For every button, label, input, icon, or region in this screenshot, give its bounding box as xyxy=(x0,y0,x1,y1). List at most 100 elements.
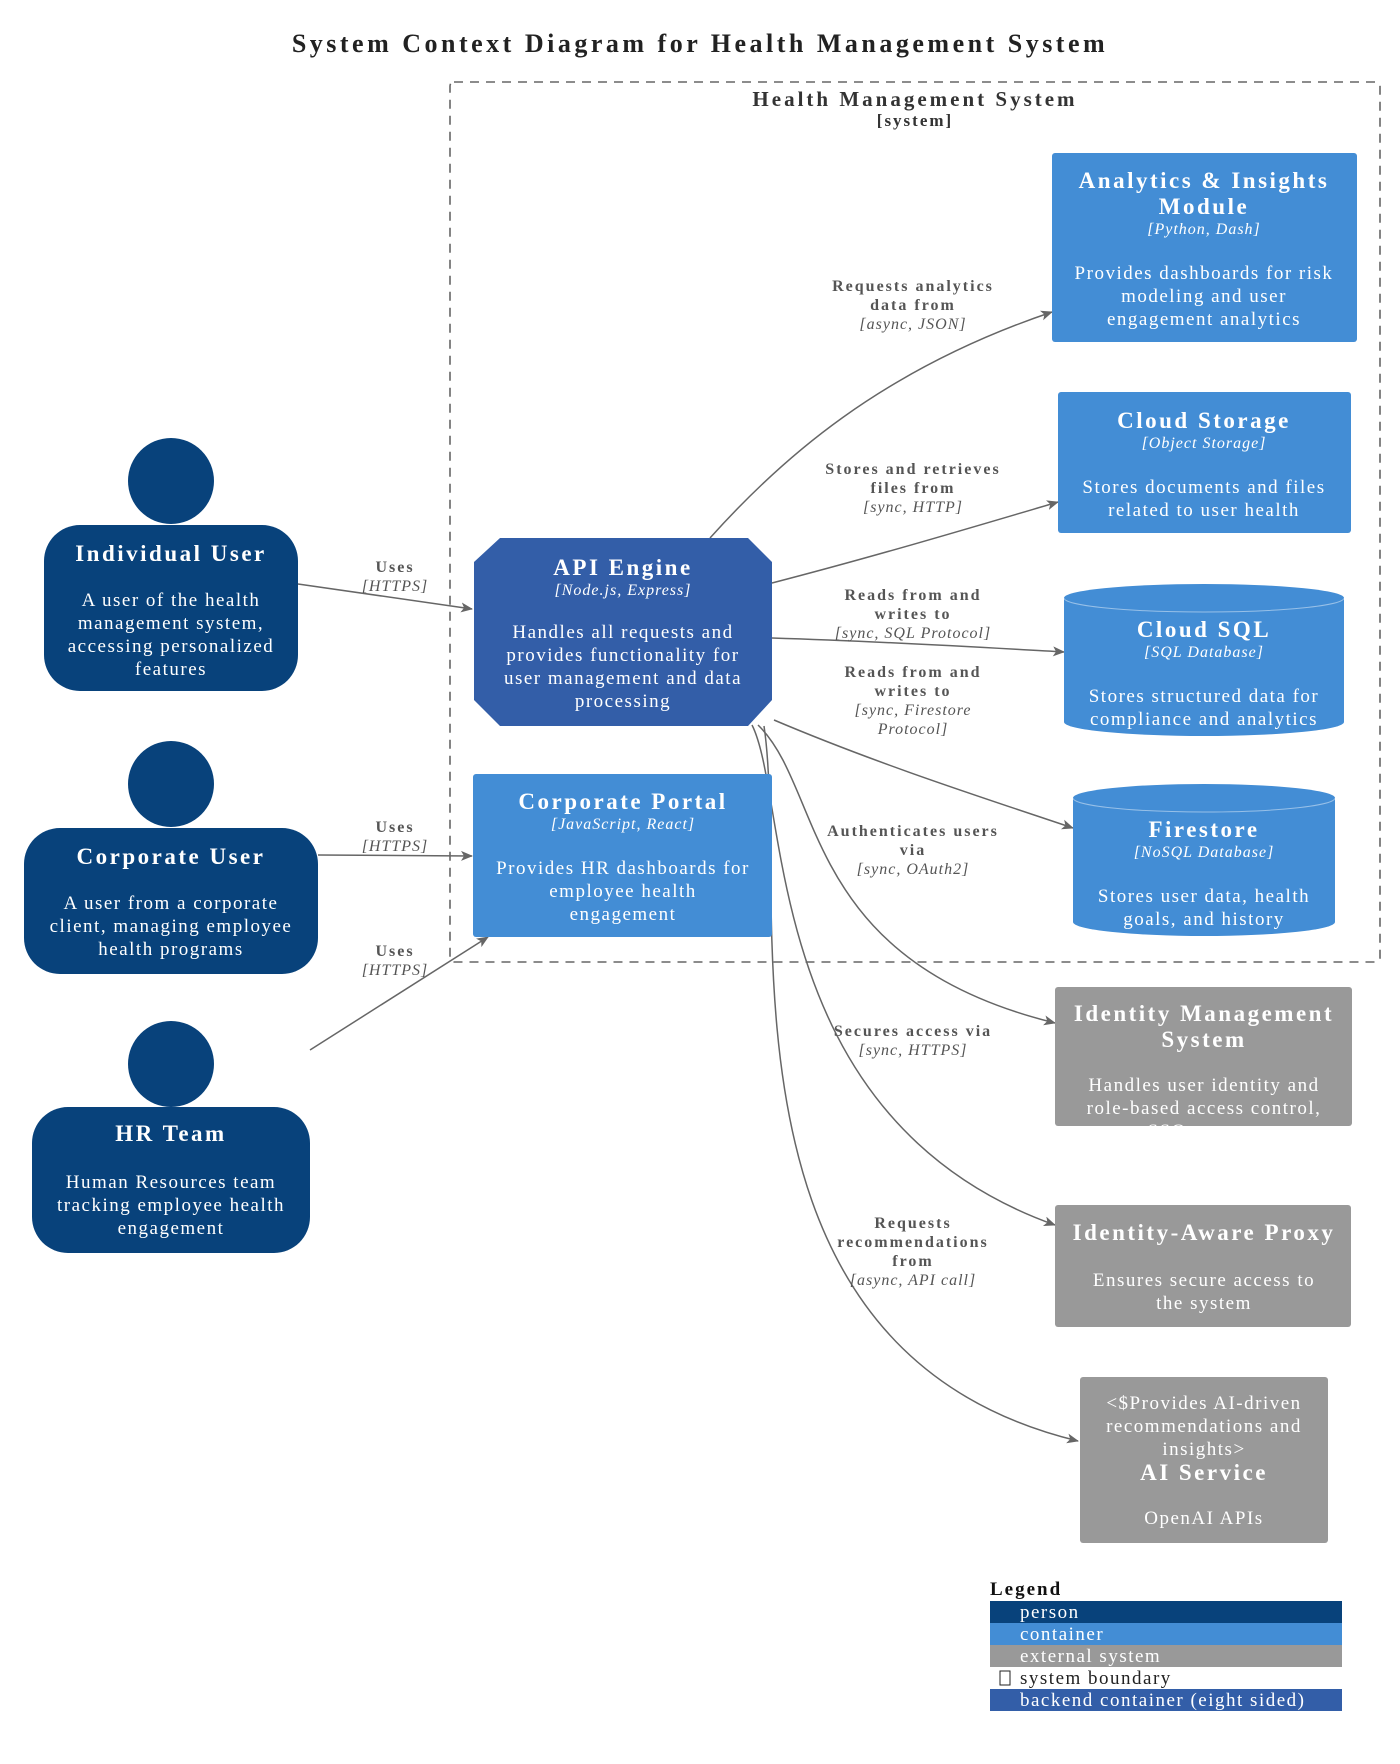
legend-label: external system xyxy=(1020,1646,1161,1667)
edge-label-text: Authenticates users xyxy=(827,823,999,840)
external-name: System xyxy=(1161,1027,1246,1052)
system-boundary: Health Management System [system] xyxy=(449,81,1381,963)
container-desc-line: Handles all requests and xyxy=(512,622,733,643)
external-name: Identity-Aware Proxy xyxy=(1073,1220,1336,1245)
person-corporate-user[interactable]: Corporate User A user from a corporate c… xyxy=(24,741,318,974)
external-desc-line: SSO support xyxy=(1147,1121,1260,1142)
container-name: Module xyxy=(1159,194,1249,219)
container-tech: [Object Storage] xyxy=(1142,435,1267,452)
person-name: Individual User xyxy=(75,541,267,566)
person-desc-line: management system, xyxy=(78,613,264,634)
edge-api-to-analytics xyxy=(709,310,1053,539)
container-box xyxy=(473,774,772,937)
container-corporate-portal[interactable]: Corporate Portal [JavaScript, React] Pro… xyxy=(473,774,772,937)
edge-label-hr-portal: Uses [HTTPS] xyxy=(362,943,428,979)
boundary-kind: [system] xyxy=(877,111,953,130)
edge-label-text: Uses xyxy=(375,559,414,576)
edge-api-to-storage xyxy=(771,500,1059,584)
external-ai-service[interactable]: <$Provides AI-driven recommendations and… xyxy=(1080,1377,1328,1543)
edge-label-api-idm: Authenticates users via [sync, OAuth2] xyxy=(827,823,999,878)
legend-item-person: person xyxy=(990,1601,1342,1623)
person-desc-line: accessing personalized xyxy=(68,636,275,657)
boundary-glyph-icon xyxy=(999,1670,1011,1686)
legend-label: person xyxy=(1020,1602,1080,1623)
edge-label-text: Uses xyxy=(375,943,414,960)
edge-label-text: writes to xyxy=(874,683,951,700)
person-individual-user[interactable]: Individual User A user of the health man… xyxy=(44,438,298,691)
external-identity-aware-proxy[interactable]: Identity-Aware Proxy Ensures secure acce… xyxy=(1055,1205,1351,1327)
edge-label-api-ai: Requests recommendations from [async, AP… xyxy=(837,1215,988,1289)
edge-label-tech: [HTTPS] xyxy=(362,578,429,595)
container-desc-line: processing xyxy=(575,691,671,712)
external-name: AI Service xyxy=(1140,1460,1268,1485)
database-rim xyxy=(1072,797,1336,813)
edge-label-tech: [sync, OAuth2] xyxy=(857,861,970,878)
container-tech: [NoSQL Database] xyxy=(1134,844,1275,861)
external-desc-line: the system xyxy=(1156,1293,1252,1314)
container-analytics-module[interactable]: Analytics & Insights Module [Python, Das… xyxy=(1052,153,1357,342)
person-head-icon xyxy=(128,741,214,827)
external-desc-line: Handles user identity and xyxy=(1088,1075,1319,1096)
edge-label-text: recommendations xyxy=(837,1234,988,1251)
person-desc-line: tracking employee health xyxy=(57,1195,285,1216)
edge-label-tech: [async, API call] xyxy=(850,1272,976,1289)
external-stereotype-line: recommendations and xyxy=(1106,1416,1302,1437)
container-tech: [Python, Dash] xyxy=(1147,221,1261,238)
edge-api-to-idm xyxy=(757,724,1056,1026)
person-head-icon xyxy=(128,1021,214,1107)
edge-label-text: Reads from and xyxy=(844,587,981,604)
legend-item-external-system: external system xyxy=(990,1645,1342,1667)
edge-label-api-sql: Reads from and writes to [sync, SQL Prot… xyxy=(835,587,990,642)
edge-label-api-analytics: Requests analytics data from [async, JSO… xyxy=(832,278,994,333)
external-desc-line: role-based access control, xyxy=(1087,1098,1322,1119)
legend-item-system-boundary: system boundary xyxy=(990,1667,1342,1689)
edge-label-api-iap: Secures access via [sync, HTTPS] xyxy=(834,1023,990,1059)
container-desc-line: provides functionality for xyxy=(506,645,739,666)
edge-label-text: Reads from and xyxy=(844,664,981,681)
legend-label: system boundary xyxy=(1020,1668,1172,1689)
external-box xyxy=(1055,1205,1351,1327)
person-desc-line: A user of the health xyxy=(82,590,261,611)
legend-swatch xyxy=(990,1667,1342,1689)
container-desc-line: Stores documents and files xyxy=(1082,477,1325,498)
container-cloud-storage[interactable]: Cloud Storage [Object Storage] Stores do… xyxy=(1058,392,1351,533)
external-desc-line: OpenAI APIs xyxy=(1144,1508,1263,1529)
legend-label: backend container (eight sided) xyxy=(1020,1690,1305,1711)
person-hr-team[interactable]: HR Team Human Resources team tracking em… xyxy=(32,1021,310,1253)
edge-label-individual-api: Uses [HTTPS] xyxy=(362,559,429,595)
container-name: Cloud SQL xyxy=(1137,617,1271,642)
external-stereotype-line: <$Provides AI-driven xyxy=(1106,1393,1301,1414)
edges xyxy=(297,310,1079,1444)
container-box xyxy=(1052,153,1357,342)
external-identity-management[interactable]: Identity Management System Handles user … xyxy=(1055,987,1352,1142)
container-cloud-sql[interactable]: Cloud SQL [SQL Database] Stores structur… xyxy=(1063,584,1345,736)
container-firestore[interactable]: Firestore [NoSQL Database] Stores user d… xyxy=(1072,784,1336,936)
octagon-shape xyxy=(474,538,772,726)
container-desc-line: engagement analytics xyxy=(1107,309,1301,330)
person-name: HR Team xyxy=(115,1121,226,1146)
container-desc-line: modeling and user xyxy=(1121,286,1287,307)
legend-item-container: container xyxy=(990,1623,1342,1645)
edge-corporate-to-portal xyxy=(317,850,473,861)
container-desc-line: Provides HR dashboards for xyxy=(496,858,750,879)
edge-label-tech: [sync, HTTPS] xyxy=(858,1042,967,1059)
container-desc-line: compliance and analytics xyxy=(1090,709,1318,730)
edge-label-text: Uses xyxy=(375,819,414,836)
container-box xyxy=(1058,392,1351,533)
external-desc-line: Ensures secure access to xyxy=(1093,1270,1315,1291)
container-desc-line: Stores user data, health xyxy=(1098,886,1310,907)
edge-label-corporate-portal: Uses [HTTPS] xyxy=(362,819,428,855)
legend-swatch xyxy=(990,1601,1342,1623)
container-desc-line: Provides dashboards for risk xyxy=(1075,263,1334,284)
legend-label: container xyxy=(1020,1624,1104,1645)
container-name: Corporate Portal xyxy=(518,789,727,814)
external-box xyxy=(1080,1377,1328,1543)
legend-swatch xyxy=(990,1623,1342,1645)
container-api-engine[interactable]: API Engine [Node.js, Express] Handles al… xyxy=(474,538,772,726)
legend-item-backend-container: backend container (eight sided) xyxy=(990,1689,1342,1711)
person-desc-line: engagement xyxy=(118,1218,225,1239)
edge-label-text: Requests analytics xyxy=(832,278,994,295)
container-name: Firestore xyxy=(1148,817,1259,842)
person-body xyxy=(32,1107,310,1253)
external-stereotype-line: insights> xyxy=(1162,1439,1245,1460)
